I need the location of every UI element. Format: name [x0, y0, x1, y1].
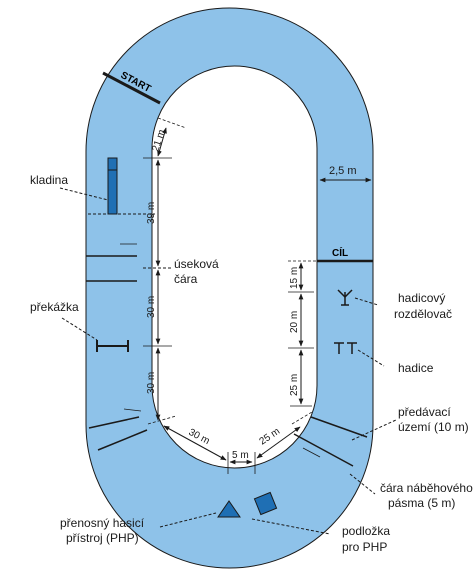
mat-label-2: pro PHP: [342, 540, 387, 554]
distributor-leader: [354, 297, 379, 306]
hoses-label: hadice: [398, 361, 434, 375]
dim-15-label: 15 m: [289, 267, 300, 289]
infield: [151, 65, 318, 469]
dim-21-line: [157, 127, 167, 157]
finish-label: CÍL: [332, 246, 348, 259]
mat-leader: [251, 518, 331, 535]
beam-leader: [59, 187, 109, 201]
handover-label-1: předávací: [398, 405, 451, 419]
mat-label-1: podložka: [342, 524, 390, 538]
dim-5-label: 5 m: [232, 450, 249, 461]
extinguisher-mat-icon: [253, 491, 278, 516]
dim-25-right-label: 25 m: [289, 374, 300, 396]
handover-line-1: [310, 416, 368, 438]
beam-label: kladina: [30, 173, 68, 187]
hoses-leader: [357, 349, 385, 367]
hurdle-leader: [61, 317, 98, 341]
dim-25-curve-line: [256, 426, 301, 459]
run-up-leader: [349, 473, 376, 495]
dim-30-upper-label: 30 m: [146, 296, 157, 318]
distributor-label-1: hadicový: [398, 291, 445, 305]
dim-30-curve-line: [163, 425, 227, 461]
dim-39-label: 39 m: [146, 202, 157, 224]
extinguisher-label-1: přenosný hasicí: [60, 516, 145, 530]
bottom-left-line-2: [97, 429, 148, 451]
hose-distributor-icon: [337, 289, 353, 306]
hoses-icon: [334, 342, 357, 354]
start-line: [102, 71, 161, 105]
distributor-label-2: rozdělovač: [394, 307, 452, 321]
tick-curve-right: [291, 411, 313, 425]
hurdle-label: překážka: [30, 300, 79, 314]
section-line-label-2: čára: [174, 272, 198, 286]
handover-label-2: území (10 m): [398, 420, 469, 434]
fire-extinguisher-icon: [217, 500, 241, 518]
left-short-line-2: [123, 408, 142, 412]
handover-leader: [351, 419, 397, 441]
dim-20-label: 20 m: [289, 311, 300, 333]
section-line-label-1: úseková: [174, 257, 219, 271]
handover-line-short: [302, 447, 321, 458]
run-up-label-2: pásma (5 m): [388, 496, 455, 510]
balance-beam: [107, 157, 118, 215]
track-width-label: 2,5 m: [329, 165, 357, 177]
run-up-line: [293, 433, 354, 467]
extinguisher-label-2: přístroj (PHP): [66, 531, 139, 545]
bottom-left-line-1: [88, 416, 140, 429]
run-up-label-1: čára náběhového: [380, 481, 473, 495]
dim-30-lower-label: 30 m: [146, 372, 157, 394]
